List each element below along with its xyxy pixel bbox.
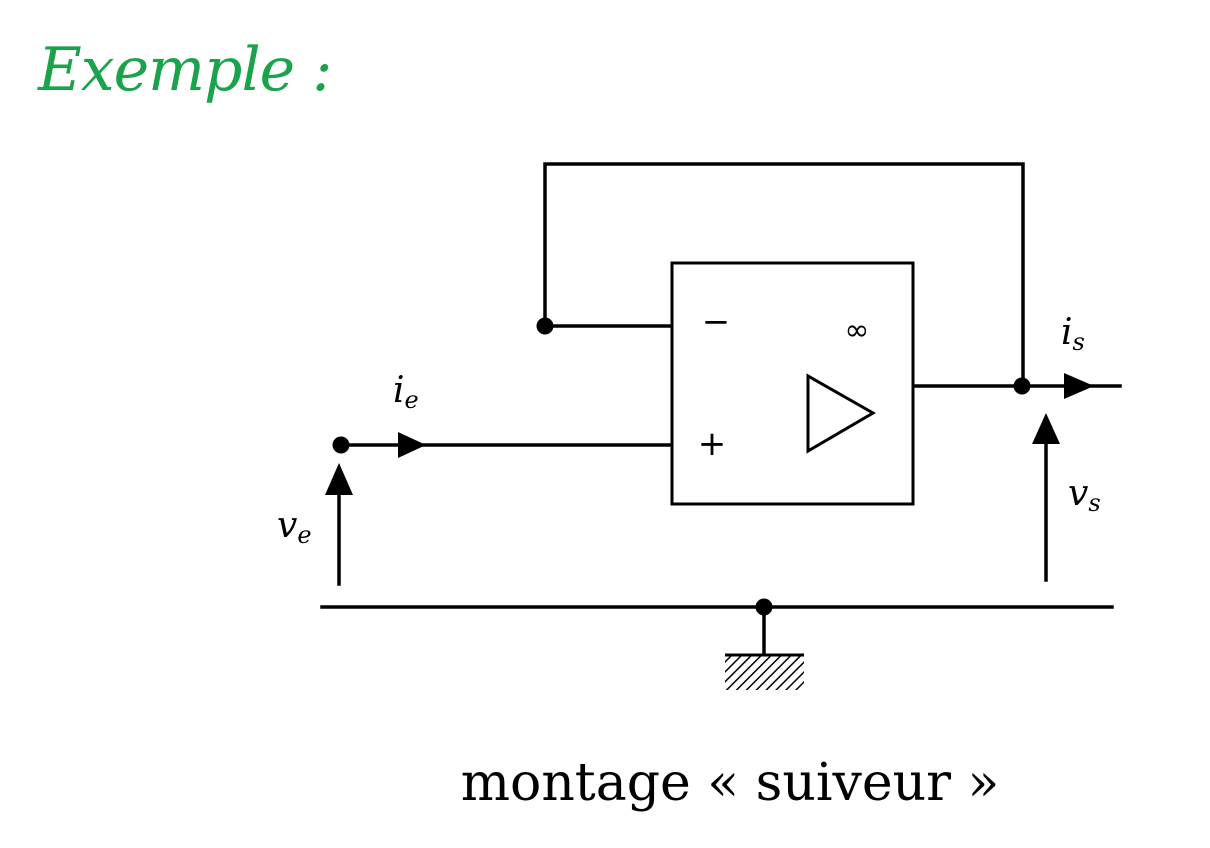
inverting-sign: − <box>702 302 731 342</box>
opamp-box <box>670 261 915 506</box>
amplifier-triangle-icon <box>806 373 877 454</box>
noninverting-sign: + <box>698 424 727 464</box>
feedback-wire <box>543 162 1025 388</box>
output-current-arrow-icon <box>1064 373 1094 399</box>
feedback-junction-dot <box>536 317 554 335</box>
input-current-label: ie <box>393 370 419 414</box>
input-current-arrow-icon <box>398 432 426 458</box>
ground-symbol-icon <box>725 654 804 690</box>
output-voltage-label: vs <box>1068 473 1101 517</box>
example-heading: Exemple : <box>38 35 332 105</box>
input-voltage-arrowhead-icon <box>325 463 353 495</box>
ground-junction-dot <box>755 598 773 616</box>
input-voltage-label: ve <box>277 505 312 549</box>
output-voltage-arrowhead-icon <box>1032 413 1060 444</box>
input-terminal-dot <box>332 436 350 454</box>
output-junction-dot <box>1013 377 1031 395</box>
gain-infinity-symbol: ∞ <box>845 313 870 348</box>
output-current-label: is <box>1061 312 1085 356</box>
diagram-caption: montage « suiveur » <box>460 753 1000 813</box>
